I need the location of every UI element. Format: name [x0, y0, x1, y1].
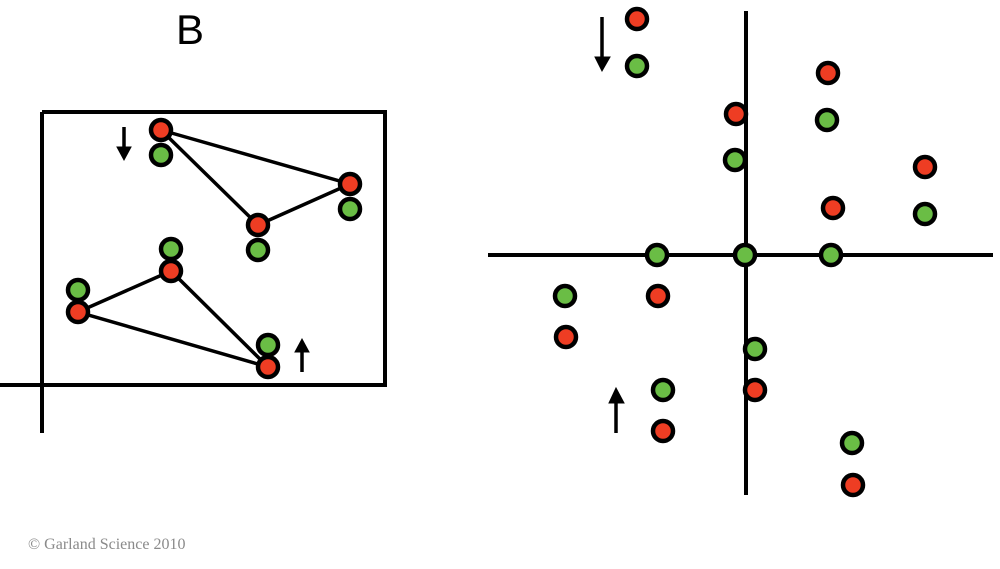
box-frame	[0, 110, 387, 387]
arrow-down-icon	[116, 127, 132, 162]
panel-label: B	[176, 6, 205, 53]
dots	[65, 6, 938, 498]
arrows	[116, 17, 625, 433]
arrow-up-icon	[294, 337, 310, 372]
copyright-credit: © Garland Science 2010	[28, 536, 186, 553]
left-panel	[0, 110, 387, 433]
connection-lines	[72, 128, 356, 369]
arrow-down-icon	[594, 17, 611, 73]
arrow-up-icon	[608, 386, 625, 433]
